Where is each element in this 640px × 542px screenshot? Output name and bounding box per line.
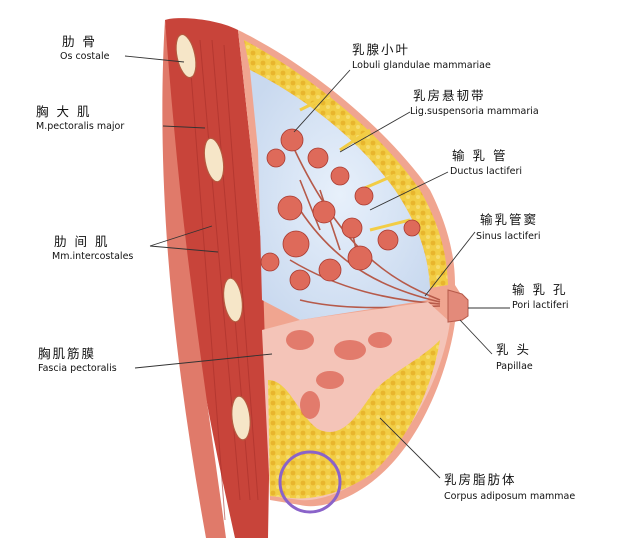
label-papillae-en: Papillae — [496, 362, 533, 372]
label-papillae-zh: 乳 头 — [496, 344, 531, 357]
label-lig-en: Lig.suspensoria mammaria — [410, 107, 539, 117]
label-pectoralis-en: M.pectoralis major — [36, 122, 124, 132]
label-ductus-en: Ductus lactiferi — [450, 167, 522, 177]
label-pori-en: Pori lactiferi — [512, 301, 569, 311]
label-pectoralis-zh: 胸 大 肌 — [36, 106, 91, 119]
label-corpus-zh: 乳房脂肪体 — [444, 474, 517, 487]
label-corpus-en: Corpus adiposum mammae — [444, 492, 575, 502]
label-lobuli-en: Lobuli glandulae mammariae — [352, 61, 491, 71]
label-os-costale-en: Os costale — [60, 52, 109, 62]
label-os-costale-zh: 肋 骨 — [62, 36, 97, 49]
label-lig-zh: 乳房悬韧带 — [413, 90, 486, 103]
label-pori-zh: 输 乳 孔 — [512, 284, 567, 297]
label-intercostales-en: Mm.intercostales — [52, 252, 133, 262]
label-sinus-zh: 输乳管窦 — [480, 214, 538, 227]
nipple — [448, 290, 468, 322]
label-intercostales-zh: 肋 间 肌 — [54, 236, 109, 249]
label-sinus-en: Sinus lactiferi — [476, 232, 540, 242]
label-lobuli-zh: 乳腺小叶 — [352, 44, 410, 57]
label-ductus-zh: 输 乳 管 — [452, 150, 507, 163]
label-fascia-en: Fascia pectoralis — [38, 364, 117, 374]
label-fascia-zh: 胸肌筋膜 — [38, 348, 96, 361]
